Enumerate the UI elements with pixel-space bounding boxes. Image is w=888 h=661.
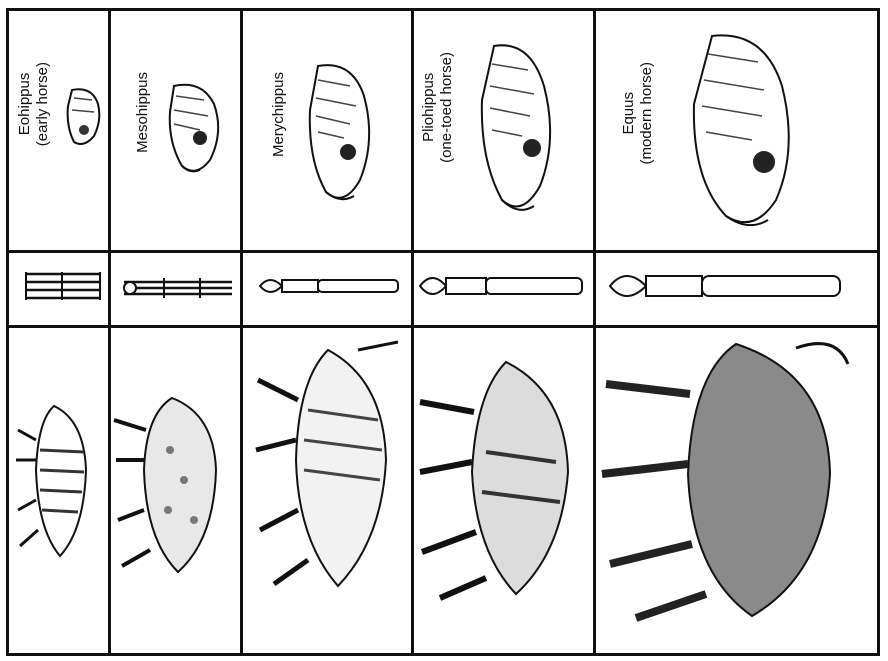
column-divider [411, 8, 414, 656]
eohippus-body-drawing [14, 400, 104, 565]
equus-body-drawing [596, 334, 860, 624]
equus-skull-drawing [672, 30, 802, 235]
label-mesohippus: Mesohippus [134, 72, 152, 153]
label-equus: Equus (modern horse) [620, 62, 656, 165]
eohippus-foot-drawing [22, 268, 104, 304]
merychippus-foot-drawing [256, 268, 404, 304]
label-merychippus: Merychippus [270, 72, 288, 157]
label-eohippus: Eohippus (early horse) [16, 62, 52, 146]
species-name: Eohippus [16, 62, 34, 146]
label-pliohippus: Pliohippus (one-toed horse) [420, 52, 456, 163]
mesohippus-skull-drawing [160, 80, 230, 180]
species-name: Pliohippus [420, 52, 438, 163]
pliohippus-foot-drawing [416, 266, 588, 306]
merychippus-body-drawing [248, 340, 408, 600]
species-note: (modern horse) [638, 62, 656, 165]
pliohippus-body-drawing [416, 352, 588, 602]
species-note: (early horse) [34, 62, 52, 146]
pliohippus-skull-drawing [470, 40, 560, 220]
row-divider [6, 325, 880, 328]
species-name: Equus [620, 62, 638, 165]
row-divider [6, 250, 880, 253]
species-name: Mesohippus [134, 72, 152, 153]
eohippus-skull-drawing [62, 86, 106, 150]
species-name: Merychippus [270, 72, 288, 157]
species-note: (one-toed horse) [438, 52, 456, 163]
mesohippus-body-drawing [110, 390, 240, 580]
column-divider [240, 8, 243, 656]
merychippus-skull-drawing [300, 60, 378, 210]
mesohippus-foot-drawing [120, 274, 236, 302]
equus-foot-drawing [606, 264, 850, 308]
